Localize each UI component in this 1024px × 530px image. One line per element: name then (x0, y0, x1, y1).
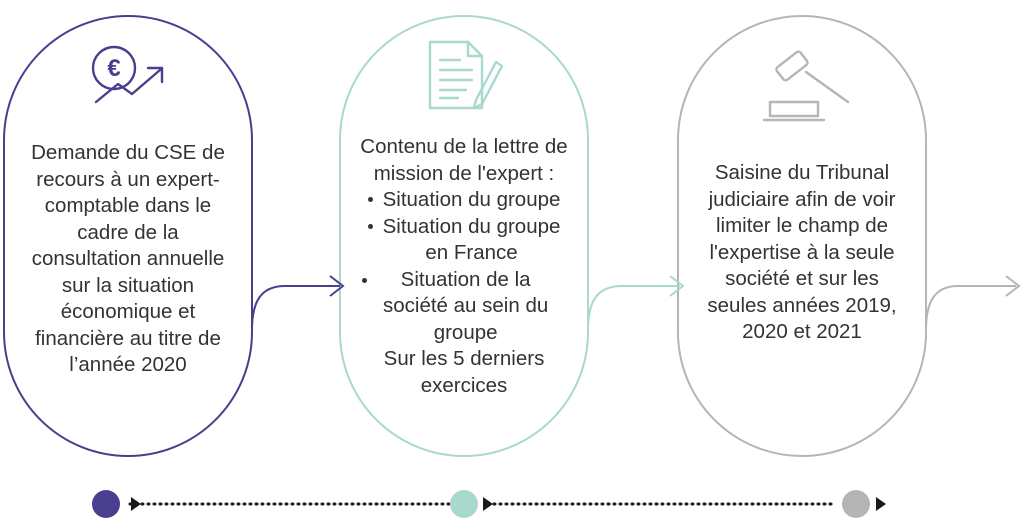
stage-3-line: Saisine du Tribunal (714, 161, 890, 184)
stage-2-text: Contenu de la lettre de mission de l'exp… (340, 134, 588, 399)
connector-arrow-2 (587, 275, 685, 331)
timeline-arrowhead-2 (483, 497, 493, 511)
gavel-icon (762, 50, 850, 122)
stage-3-capsule (677, 15, 927, 457)
stage-1-line: financière au titre de (35, 326, 221, 350)
stage-1-line: Demande du CSE de (31, 141, 225, 164)
stage-1-line: l’année 2020 (69, 353, 187, 376)
stage-1-line: consultation annuelle (31, 247, 225, 270)
stage-1-line: économique et (60, 300, 196, 323)
timeline (92, 490, 886, 518)
svg-text:€: € (107, 55, 120, 82)
stage-1-line: sur la situation (61, 273, 195, 297)
timeline-dot-stage-2 (450, 490, 478, 518)
bullet-line: Situation du groupe (382, 214, 561, 238)
timeline-arrowhead-1 (131, 497, 141, 511)
stage-3-line: limiter le champ de (715, 214, 889, 237)
stage-1-text: Demande du CSE de recours à un expert- c… (4, 140, 252, 379)
stage-3-line: 2020 et 2021 (742, 320, 862, 343)
connector-arrow-1 (251, 275, 345, 331)
stage-1-line: comptable dans le (44, 194, 212, 217)
stage-2-outro-line: exercices (420, 373, 508, 397)
bullet-item: Situation du groupe en France (340, 214, 588, 267)
bullet-dot (367, 223, 373, 229)
bullet-line: Situation de la (400, 267, 531, 291)
bullet-dot (367, 197, 373, 202)
connector-arrow-3 (925, 275, 1021, 331)
stage-3-line: seules années 2019, (707, 293, 897, 317)
stage-2-intro-line: mission de l'expert : (373, 161, 555, 185)
bullet-text: Situation de la société au sein du group… (383, 267, 548, 347)
stage-1-line: cadre de la (77, 220, 179, 244)
timeline-dot-stage-1 (92, 490, 120, 518)
bullet-line: groupe (433, 320, 498, 344)
stage-1-capsule (3, 15, 253, 457)
timeline-arrowhead-3 (876, 497, 886, 511)
stage-3-line: l'expertise à la seule (709, 240, 895, 264)
bullet-item: Situation de la société au sein du group… (340, 267, 588, 347)
bullet-line: société au sein du (383, 294, 549, 317)
stage-2-outro-line: Sur les 5 derniers (383, 347, 545, 370)
stage-2-capsule (339, 15, 589, 457)
stage-3-line: société et sur les (725, 267, 879, 290)
bullet-text: Situation du groupe (382, 188, 561, 211)
document-pen-icon (428, 40, 504, 110)
stage-1-line: recours à un expert- (36, 167, 220, 191)
euro-growth-icon: € (91, 45, 164, 104)
bullet-dot (362, 277, 367, 283)
stage-3-text: Saisine du Tribunal judiciaire afin de v… (678, 160, 926, 346)
stage-3-line: judiciaire afin de voir (708, 187, 896, 211)
bullet-text: Situation du groupe en France (383, 214, 561, 267)
bullet-item: Situation du groupe (340, 187, 588, 214)
bullet-line: en France (425, 241, 518, 264)
stage-2-intro-line: Contenu de la lettre de (360, 135, 568, 158)
timeline-dot-stage-3 (842, 490, 870, 518)
